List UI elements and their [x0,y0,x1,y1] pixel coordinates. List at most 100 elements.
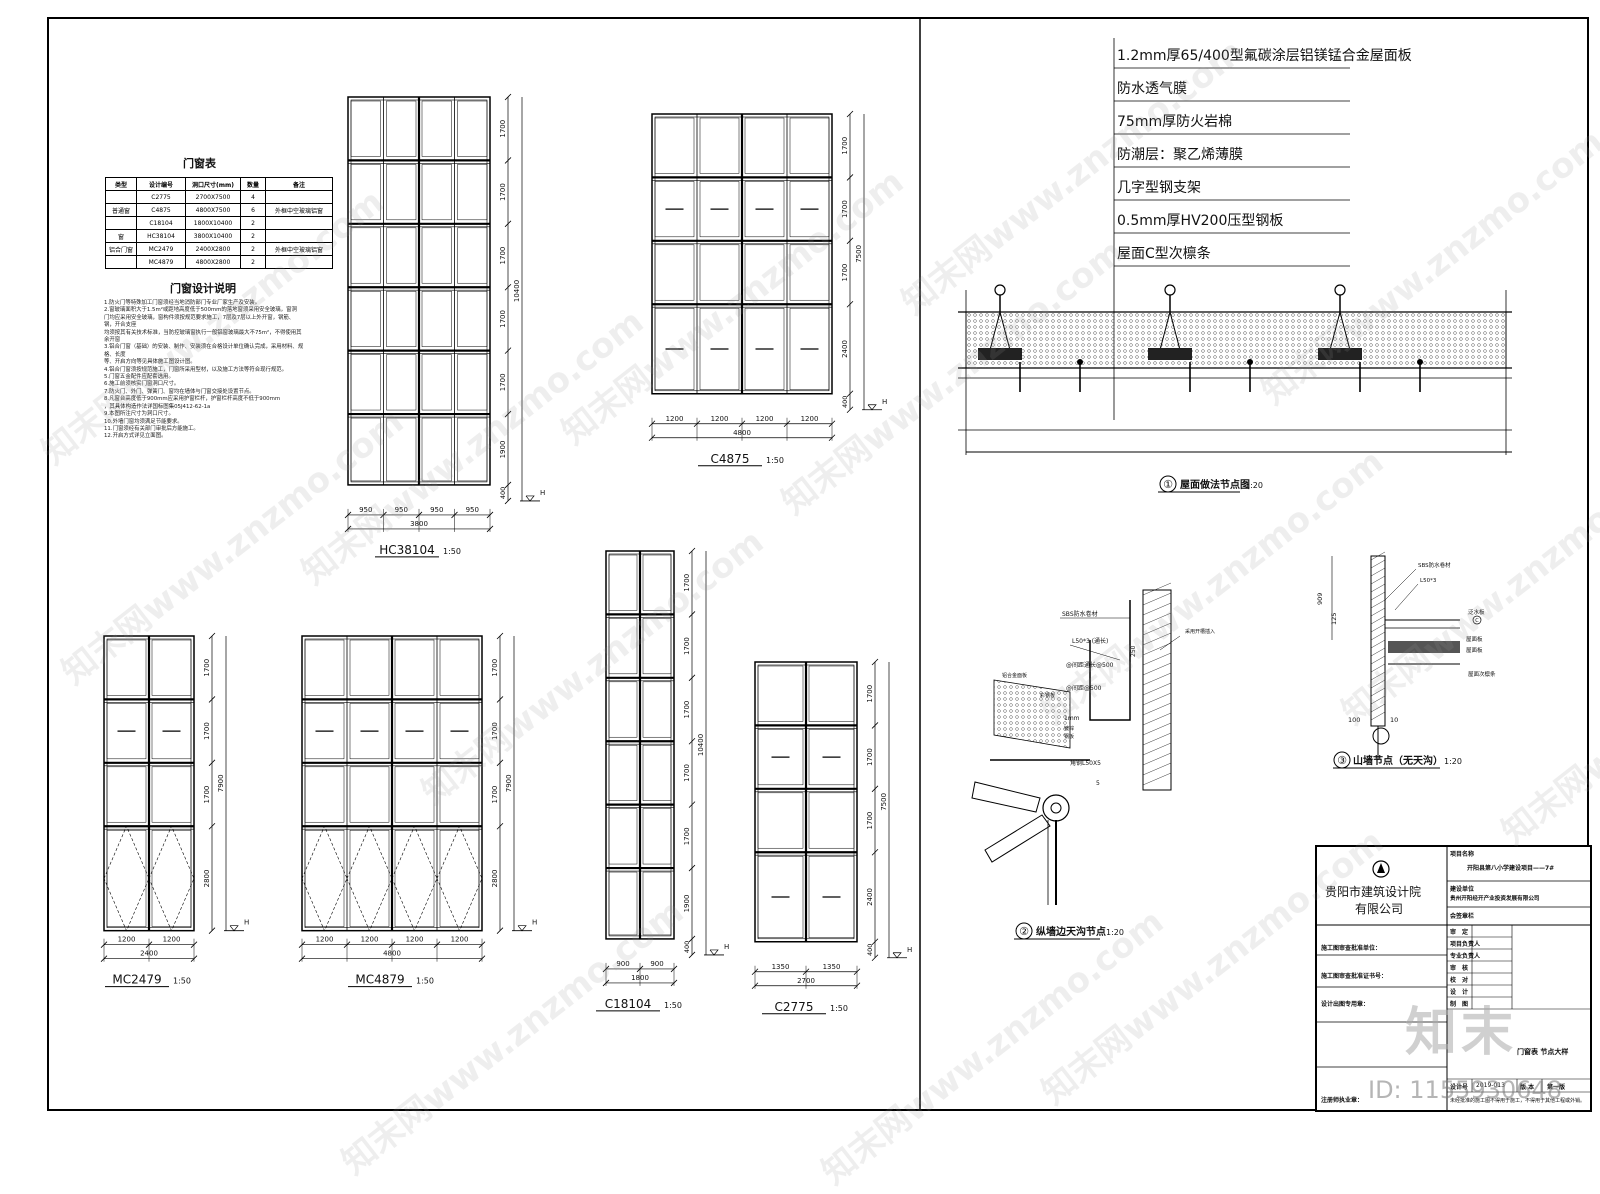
table-cell: 普通窗 [105,203,137,217]
wall-hatch [1370,623,1386,633]
table-cell: 铝合门窗 [105,242,137,256]
pane-hc38104 [421,227,452,284]
wall-hatch [1142,622,1172,636]
fastener-head [1077,359,1083,365]
dim-row-c18104: 1700 [683,764,691,782]
fastener-head [1417,359,1423,365]
gutter-label: 采用开槽插入 [1185,628,1215,635]
pane-mc2479 [151,703,192,760]
brace-tube2 [984,814,1051,863]
dim-tick-c4875 [846,300,854,308]
level-h-c2775: H [907,946,912,954]
project-label: 项目名称 [1450,851,1475,858]
dim-tick-mc4879 [496,632,504,640]
pane-c2775 [808,792,855,849]
table-cell: C4875 [136,203,186,217]
dim-row-c2775: 2400 [866,888,874,906]
dim-sill-hc38104: 400 [499,487,507,499]
pane-c2775 [757,855,804,938]
roof-layer-label: 防潮层：聚乙烯薄膜 [1117,147,1243,163]
hdim-tick-overall-mc2479 [100,955,108,962]
wall-hatch [1142,752,1172,766]
dim-sill-c2775: 400 [866,944,874,956]
note-line: 1.防火门等特殊加工门窗须经当地消防部门专业厂家生产及安装。 [104,300,261,306]
note-line: 均须按其有关技术标准，当防控玻璃窗执行一般铝窗玻璃最大不75m²，不得使用其余开… [104,329,302,344]
table-cell: 2 [240,216,266,230]
table-cell: C18104 [136,216,186,230]
dim-row-c2775: 1700 [866,685,874,703]
gable-marker-text: C [1475,618,1479,624]
caption-mc4879: MC4879 [355,973,404,987]
pane-mc2479 [106,766,147,823]
pane-c4875 [789,117,830,174]
pane-c18104 [642,681,672,738]
dim-row-mc4879: 1700 [491,786,499,804]
dim-row-hc38104: 1700 [499,310,507,328]
hdim-col-mc2479: 1200 [118,936,136,944]
pane-hc38104 [421,164,452,221]
level-h-mc4879: H [532,919,537,927]
pane-hc38104 [421,354,452,411]
dim-row-c4875: 1700 [841,137,849,155]
roof-insulation-band [965,311,1507,369]
note-line: 5.门窗五金配件应配套选用。 [104,374,174,381]
schedule-header-cell: 备注 [265,177,333,191]
pane-mc4879 [349,703,390,760]
seam-support [1339,311,1351,351]
pane-c2775 [757,665,804,722]
wall-hatch [1370,703,1386,713]
pane-hc38104 [457,164,488,221]
level-h-hc38104: H [540,489,545,497]
hdim-col-hc38104: 950 [430,506,443,514]
pane-mc2479 [106,703,147,760]
dim-tick-hc38104 [504,283,512,291]
dim-tick-mc4879 [496,696,504,703]
schedule-header-cell: 设计编号 [136,177,186,191]
pane-c18104 [608,808,638,865]
pane-c18104 [642,554,672,611]
gable-caption: 山墙节点（无天沟） [1353,754,1443,767]
dim-row-mc2479: 2800 [203,870,211,888]
notes-title: 门窗设计说明 [170,282,236,295]
caption-scale-c18104: 1:50 [664,1001,682,1010]
wall-hatch [1370,575,1386,585]
gable-leader [1384,568,1417,601]
dim-tick-c4875 [846,390,854,398]
dim-row-hc38104: 1700 [499,373,507,391]
caption-c2775: C2775 [775,1000,814,1014]
dim-row-mc2479: 1700 [203,722,211,740]
hdim-col-mc4879: 1200 [451,936,469,944]
pane-c4875 [789,307,830,391]
schedule-header-cell: 洞口尺寸(mm) [185,177,241,191]
title-block-footer: 未经批准的施工图不得用于施工，不得用于其他工程或外销。 [1450,1098,1586,1104]
title-block-grid [1317,847,1590,1110]
pane-mc4879 [439,703,480,760]
wall-hatch [1142,682,1172,696]
table-cell: HC38104 [136,229,186,243]
caption-scale-c4875: 1:50 [766,456,784,465]
pane-hc38104 [386,227,417,284]
table-cell: 4800X7500 [185,203,241,217]
title-block-role: 制 图 [1450,1001,1469,1008]
dim-tick-mc4879 [496,822,504,830]
gable-dim: 125 [1330,613,1338,625]
gable-marker-icon [1472,615,1482,625]
wall-hatch [1142,702,1172,716]
level-icon-mc2479 [229,925,239,932]
gutter-channel [1089,600,1131,721]
pane-hc38104 [386,164,417,221]
roof-caption-scale: 1:20 [1245,481,1263,490]
gable-caption-num: ③ [1337,754,1347,767]
table-cell: 4800X2800 [185,255,241,269]
dim-row-hc38104: 1900 [499,441,507,459]
dim-row-c18104: 1700 [683,827,691,845]
asset-id: ID: 1155930648 [1368,1076,1562,1104]
note-line: 7.防火门、外门、弹簧门、窗均在墙体与门窗交接处设置节点。 [104,388,255,395]
